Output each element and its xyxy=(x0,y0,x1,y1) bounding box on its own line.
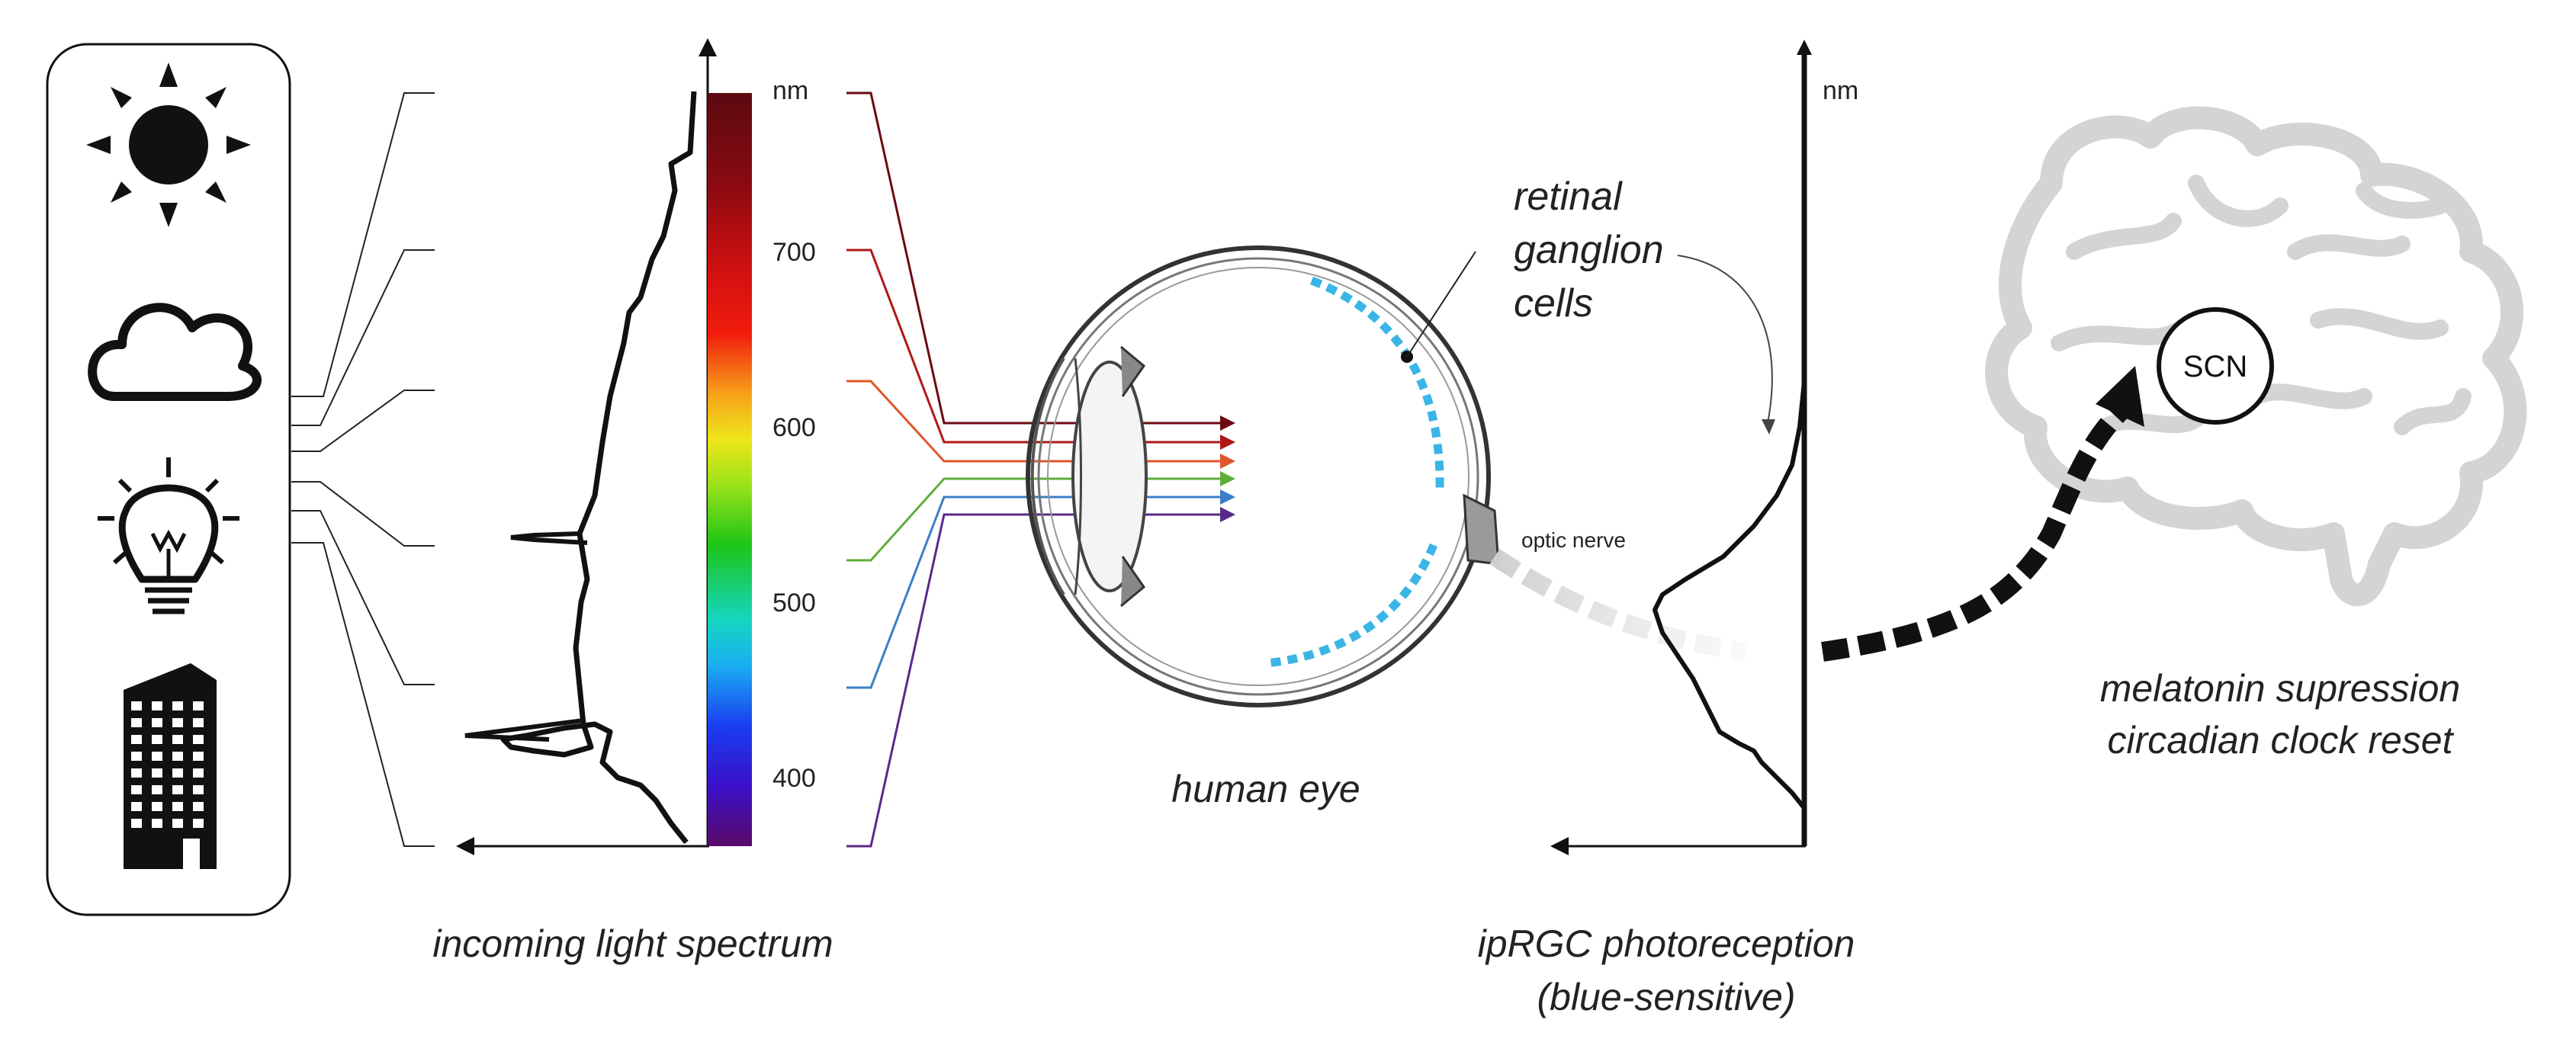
building-window xyxy=(131,701,142,710)
cloud-icon xyxy=(88,303,262,401)
building-window xyxy=(193,718,204,727)
iprgc-caption-line1: ipRGC photoreception xyxy=(1478,922,1855,965)
iprgc-unit-label: nm xyxy=(1823,76,1858,105)
iprgc-caption-line2: (blue-sensitive) xyxy=(1537,976,1795,1018)
building-window xyxy=(152,701,162,710)
building-window xyxy=(193,735,204,744)
light-bulb-icon xyxy=(98,457,239,614)
building-window xyxy=(172,768,183,778)
building-window xyxy=(193,802,204,811)
brain-outline xyxy=(1985,106,2527,607)
building-window xyxy=(131,752,142,761)
incoming-spectrum-chart: nm 700 600 500 400 incoming light spectr… xyxy=(432,38,834,965)
scn-label: SCN xyxy=(2183,350,2247,383)
building-window xyxy=(172,802,183,811)
spectrum-tick-600: 600 xyxy=(772,413,816,442)
ray-deep-red xyxy=(846,91,1220,425)
building-window xyxy=(131,735,142,744)
building-window xyxy=(172,752,183,761)
building-window xyxy=(193,785,204,794)
source-connectors xyxy=(291,92,435,847)
spectrum-curve xyxy=(500,91,697,845)
iprgc-chart: nm ipRGC photoreception (blue-sensitive) xyxy=(1478,40,1858,1018)
signal-to-scn-arrow xyxy=(1821,404,2128,662)
light-sources-panel xyxy=(46,43,291,916)
spectrum-tick-700: 700 xyxy=(772,238,816,267)
scn-circle xyxy=(2157,307,2274,425)
visible-spectrum-bar xyxy=(708,93,752,846)
building-window xyxy=(152,752,162,761)
building-window xyxy=(131,819,142,828)
building-window xyxy=(131,802,142,811)
building-window xyxy=(172,718,183,727)
brain-caption-line2: circadian clock reset xyxy=(2108,719,2455,762)
optic-nerve-label: optic nerve xyxy=(1521,528,1626,552)
building-window xyxy=(131,768,142,778)
light-rays xyxy=(846,91,1235,848)
building-window xyxy=(172,735,183,744)
signal-to-scn-arrowhead xyxy=(2096,366,2144,427)
building-icon xyxy=(124,663,217,869)
eye-caption: human eye xyxy=(1171,768,1360,810)
sun-icon xyxy=(86,63,251,227)
building-window xyxy=(152,785,162,794)
building-window xyxy=(152,802,162,811)
human-eye-illustration: human eye retinal ganglion cells optic n… xyxy=(1026,175,1775,810)
spectrum-caption: incoming light spectrum xyxy=(432,922,833,965)
retina-label-line3: cells xyxy=(1514,281,1593,326)
building-window xyxy=(131,718,142,727)
building-window xyxy=(193,819,204,828)
spectrum-tick-400: 400 xyxy=(772,764,816,793)
spectrum-tick-500: 500 xyxy=(772,589,816,617)
iprgc-sensitivity-curve xyxy=(1653,380,1807,810)
building-window xyxy=(172,785,183,794)
spectrum-unit-label: nm xyxy=(772,76,808,105)
building-window xyxy=(193,752,204,761)
building-window xyxy=(152,735,162,744)
building-window xyxy=(131,785,142,794)
brain-caption-line1: melatonin supression xyxy=(2100,667,2461,710)
retina-label-line2: ganglion xyxy=(1514,228,1664,272)
retinal-ganglion-cells-arc xyxy=(1265,276,1444,668)
light-sources-frame xyxy=(46,43,291,916)
building-window xyxy=(193,701,204,710)
building-window xyxy=(172,701,183,710)
building-window xyxy=(172,819,183,828)
building-window xyxy=(152,768,162,778)
building-window xyxy=(193,768,204,778)
building-window xyxy=(152,718,162,727)
retina-label-line1: retinal xyxy=(1514,175,1623,219)
ray-violet xyxy=(846,513,1220,848)
retina-pointer-arrow xyxy=(1677,255,1773,424)
eye-lens xyxy=(1071,361,1148,592)
optic-nerve-signal xyxy=(1489,549,1748,661)
building-window xyxy=(152,819,162,828)
brain-illustration: SCN melatonin supression circadian clock… xyxy=(1985,106,2527,762)
